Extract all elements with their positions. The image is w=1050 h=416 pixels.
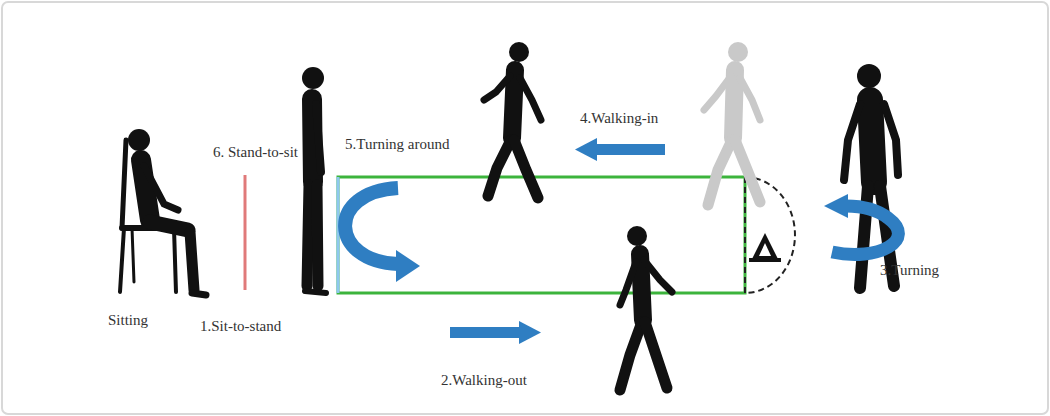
step-label: 2.Walking-out	[441, 372, 527, 389]
walking-in-arrow	[575, 138, 665, 161]
step-label: 5.Turning around	[345, 136, 449, 153]
sitting-person	[120, 129, 206, 295]
step-label: 3.Turning	[880, 262, 939, 279]
step-label: 1.Sit-to-stand	[200, 318, 281, 335]
chair-line	[244, 175, 247, 290]
cone	[749, 233, 781, 262]
step-label: 6. Stand-to-sit	[213, 144, 298, 161]
walking-in-person	[484, 42, 541, 198]
step-label: 4.Walking-in	[580, 110, 658, 127]
start-line	[337, 177, 340, 293]
walking-out-person	[620, 226, 672, 390]
ghost-person	[704, 42, 760, 205]
turning-arrow	[824, 194, 898, 254]
standing-person	[302, 67, 326, 293]
turning-around-arrow	[345, 188, 420, 282]
step-label: Sitting	[108, 312, 148, 329]
turn-line	[744, 177, 746, 293]
walking-out-arrow	[450, 321, 541, 344]
